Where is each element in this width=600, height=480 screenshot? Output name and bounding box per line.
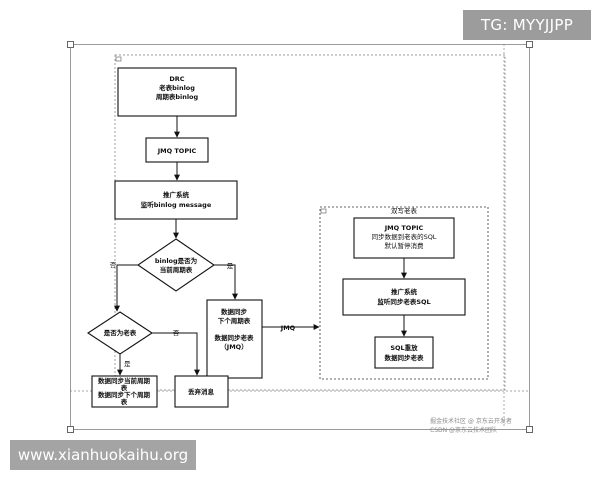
node-promo-listen-sql-line: 推广系统 bbox=[391, 287, 418, 296]
decision-is-current-table-line: binlog是否为 bbox=[155, 256, 197, 265]
outer-group bbox=[114, 54, 506, 391]
decision-is-current-table-line: 当前周期表 bbox=[160, 265, 193, 274]
resize-handle[interactable] bbox=[67, 41, 74, 48]
node-jmq-topic-sql-line: 同步数据到老表的SQL bbox=[372, 232, 437, 241]
node-sync-current-next-line: 表 bbox=[120, 383, 128, 392]
edge-label-yes: 是 bbox=[227, 262, 234, 270]
edge-label-no: 否 bbox=[110, 261, 117, 269]
node-jmq-topic-sql-line: 默认暂停消费 bbox=[385, 241, 425, 250]
edge-no-left bbox=[114, 264, 138, 312]
edge-yes-right bbox=[214, 264, 238, 300]
node-promo-listen-line: 监听binlog message bbox=[141, 200, 212, 209]
node-sql-replay-line: SQL重放 bbox=[390, 343, 418, 352]
node-jmq-topic-line: JMQ TOPIC bbox=[157, 147, 197, 155]
edge-label-jmq: JMQ bbox=[280, 324, 296, 332]
node-jmq-topic[interactable]: JMQ TOPIC bbox=[145, 137, 209, 163]
node-sync-next-line: 下个周期表 bbox=[218, 316, 251, 325]
node-drc[interactable]: DRC 老表binlog 周期表binlog bbox=[117, 67, 237, 117]
double-write-group bbox=[319, 206, 489, 380]
tg-badge: TG: MYYJJPP bbox=[463, 10, 591, 40]
node-discard[interactable]: 丢弃消息 bbox=[174, 375, 229, 408]
edge-no-right bbox=[152, 332, 200, 376]
resize-handle[interactable] bbox=[526, 41, 533, 48]
site-url-badge[interactable]: www.xianhuokaihu.org bbox=[10, 440, 196, 470]
watermark-line: 掘金技术社区 @ 京东云开发者 bbox=[430, 418, 512, 425]
node-sql-replay-line: 数据同步老表 bbox=[385, 353, 425, 362]
node-promo-listen-sql[interactable]: 推广系统 监听同步老表SQL bbox=[342, 278, 466, 316]
node-sync-current-next-line: 数据同步当前周期 bbox=[98, 376, 151, 385]
edge-label-yes: 是 bbox=[124, 360, 131, 368]
node-drc-line: DRC bbox=[169, 75, 184, 83]
node-promo-listen[interactable]: 推广系统 监听binlog message bbox=[114, 180, 238, 220]
double-write-group-title: 双写老表 bbox=[391, 206, 418, 215]
group-handle-icon[interactable] bbox=[115, 56, 122, 62]
decision-is-current-table[interactable]: binlog是否为 当前周期表 bbox=[137, 238, 215, 292]
edge-label-no: 否 bbox=[173, 329, 180, 337]
watermark: 掘金技术社区 @ 京东云开发者 CSDN @京东云技术团队 bbox=[430, 417, 540, 435]
decision-is-old-table[interactable]: 是否为老表 bbox=[86, 311, 154, 355]
decision-is-old-table-line: 是否为老表 bbox=[103, 328, 137, 337]
node-promo-listen-line: 推广系统 bbox=[163, 190, 190, 199]
resize-handle[interactable] bbox=[67, 426, 74, 433]
node-discard-line: 丢弃消息 bbox=[188, 387, 215, 396]
node-sql-replay[interactable]: SQL重放 数据同步老表 bbox=[374, 336, 434, 369]
node-sync-next-line: 数据同步 bbox=[221, 307, 248, 316]
node-sync-current-next-line: 数据同步下个周期 bbox=[98, 390, 151, 399]
group-handle-icon[interactable] bbox=[320, 208, 327, 214]
node-sync-current-next[interactable]: 数据同步当前周期 表 数据同步下个周期 表 bbox=[91, 375, 158, 408]
node-promo-listen-sql-line: 监听同步老表SQL bbox=[377, 297, 430, 306]
node-jmq-topic-sql-line: JMQ TOPIC bbox=[384, 224, 424, 232]
node-jmq-topic-sql[interactable]: JMQ TOPIC 同步数据到老表的SQL 默认暂停消费 bbox=[353, 217, 455, 259]
node-sync-old-line: 数据同步老表 bbox=[215, 333, 255, 342]
node-drc-line: 周期表binlog bbox=[156, 92, 199, 101]
resize-handle[interactable] bbox=[526, 426, 533, 433]
node-sync-next[interactable]: 数据同步 下个周期表 数据同步老表 （JMQ） bbox=[206, 299, 263, 379]
watermark-line: CSDN @京东云技术团队 bbox=[430, 427, 498, 434]
node-drc-line: 老表binlog bbox=[158, 83, 195, 92]
node-sync-old-line: （JMQ） bbox=[220, 343, 247, 351]
node-sync-current-next-line: 表 bbox=[120, 397, 128, 406]
